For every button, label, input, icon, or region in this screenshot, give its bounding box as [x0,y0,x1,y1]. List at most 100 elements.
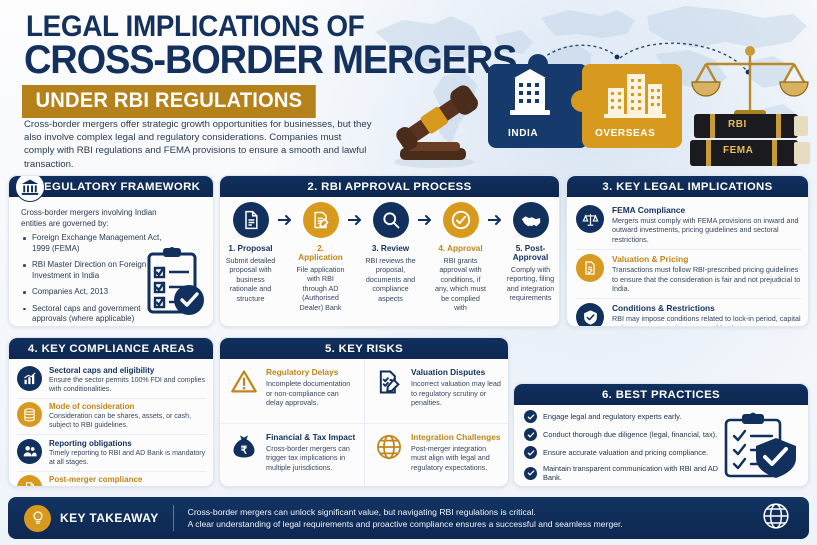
step-desc: Submit detailed proposal with business r… [225,256,276,303]
item-desc: Cross-border mergers can trigger tax imp… [266,443,350,472]
list-item: Valuation & Pricing Transactions must fo… [576,250,801,300]
item-desc: Incomplete documentation or non-complian… [266,379,351,408]
shield-check-icon [576,303,604,326]
item-desc: Mergers must comply with FEMA provisions… [612,216,799,244]
implications-list: FEMA Compliance Mergers must comply with… [567,197,808,326]
warning-triangle-icon [229,367,259,397]
list-item: Integration Challenges Post-merger integ… [365,424,508,487]
panel1-heading: 1. REGULATORY FRAMEWORK [9,176,213,197]
item-title: Regulatory Delays [266,367,339,377]
item-title: Financial & Tax Impact [266,431,356,442]
list-item: Conduct thorough due diligence (legal, f… [524,428,724,441]
document-icon [232,202,269,238]
item-title: FEMA Compliance [612,205,686,215]
step-desc: File application with RBI through AD (Au… [296,265,345,312]
check-icon [524,428,537,441]
header: LEGAL IMPLICATIONS OF CROSS-BORDER MERGE… [0,0,817,172]
list-item: RBI Master Direction on Foreign Investme… [23,260,175,281]
process-step-2: 2. Application File application with RBI… [294,202,347,312]
compliance-list: Sectoral caps and eligibility Ensure the… [9,359,213,486]
panel2-heading: 2. RBI APPROVAL PROCESS [220,176,559,197]
panel4-heading: 4. KEY COMPLIANCE AREAS [9,338,213,359]
list-item: Valuation Disputes Incorrect valuation m… [365,359,508,424]
panel-regulatory-framework: 1. REGULATORY FRAMEWORK Cross-border mer… [8,175,214,327]
step-title: 5. Post-Approval [512,244,549,262]
item-title: Valuation Disputes [411,367,486,377]
panel1-list: Foreign Exchange Management Act, 1999 (F… [23,233,175,326]
process-step-4: 4. Approval RBI grants approval with con… [434,202,487,312]
key-takeaway-line2: A clear understanding of legal requireme… [187,519,623,529]
list-item: Ensure accurate valuation and pricing co… [524,446,724,459]
step-desc: Comply with reporting, filing and integr… [506,265,555,303]
gavel-icon [372,78,492,168]
key-takeaway-text: Cross-border mergers can unlock signific… [188,506,761,531]
item-title: Valuation & Pricing [612,254,689,265]
scales-icon [576,205,604,233]
risks-grid: Regulatory Delays Incomplete documentati… [220,359,508,487]
svg-text:₹: ₹ [241,444,248,456]
divider [172,505,174,531]
best-practices-list: Engage legal and regulatory experts earl… [524,410,724,486]
money-bag-rupee-icon: ₹ [229,432,259,462]
item-title: Sectoral caps and eligibility [49,365,155,375]
item-title: Conditions & Restrictions [612,303,715,314]
book-label-rbi: RBI [728,119,747,130]
key-takeaway-label: KEY TAKEAWAY [60,511,159,525]
check-circle-icon [442,202,479,238]
checklist-pencil-icon [374,367,404,397]
item-desc: Post-merger integration must align with … [411,443,490,472]
document-check-icon [576,254,604,283]
item-desc: Ensure ongoing compliance with FEMA, ODI… [49,485,207,486]
list-item: Sectoral caps and government approvals (… [23,304,175,325]
process-step-3: 3. Review RBI reviews the proposal, docu… [364,202,417,303]
subtitle-bar: UNDER RBI REGULATIONS [22,85,316,118]
item-text: Engage legal and regulatory experts earl… [543,412,682,421]
list-item: Regulatory Delays Incomplete documentati… [220,359,365,424]
list-item: Conditions & Restrictions RBI may impose… [576,299,801,326]
list-item: Foreign Exchange Management Act, 1999 (F… [23,233,175,254]
lightbulb-icon [24,504,51,532]
list-item: Reporting obligations Timely reporting t… [17,435,207,472]
list-item: FEMA Compliance Mergers must comply with… [576,201,801,251]
panel6-heading: 6. BEST PRACTICES [514,384,808,405]
list-item: ₹ Financial & Tax Impact Cross-border me… [220,423,365,486]
book-label-fema: FEMA [723,145,754,156]
document-edit-icon [302,202,339,238]
intro-paragraph: Cross-border mergers offer strategic gro… [24,119,372,170]
puzzle-label-overseas: OVERSEAS [595,128,656,139]
globe-icon [761,501,791,536]
item-desc: Ensure the sector permits 100% FDI and c… [49,376,206,393]
arrow-icon [417,202,434,238]
item-desc: Consideration can be shares, assets, or … [49,413,192,429]
coins-stack-icon [17,402,42,427]
step-title: 1. Proposal [228,244,273,253]
step-title: 2. Application [298,244,343,262]
item-desc: Transactions must follow RBI-prescribed … [612,265,801,294]
arrow-icon [347,202,364,238]
panel3-heading: 3. KEY LEGAL IMPLICATIONS [567,176,808,197]
item-text: Ensure accurate valuation and pricing co… [543,448,709,457]
key-takeaway-footer: KEY TAKEAWAY Cross-border mergers can un… [8,497,809,539]
step-desc: RBI reviews the proposal, documents and … [365,256,416,303]
panel1-lead-text: Cross-border mergers involving Indian en… [21,208,157,228]
law-books-graphic: RBI FEMA [690,112,812,170]
list-item: Engage legal and regulatory experts earl… [524,410,724,423]
approval-steps: 1. Proposal Submit detailed proposal wit… [220,202,559,312]
item-title: Mode of consideration [49,402,135,411]
item-desc: Timely reporting to RBI and AD Bank is m… [49,449,206,466]
check-icon [524,466,537,480]
panel-best-practices: 6. BEST PRACTICES Engage legal and regul… [513,383,809,487]
list-item: Mode of consideration Consideration can … [17,399,207,435]
handshake-icon [512,202,549,238]
item-title: Post-merger compliance [49,475,143,484]
item-desc: Incorrect valuation may lead to regulato… [411,379,501,408]
panel5-heading: 5. KEY RISKS [220,338,508,359]
page-title-line2: CROSS-BORDER MERGERS [24,38,518,82]
clipboard-checklist-icon [143,246,207,318]
document-icon [17,475,42,486]
check-icon [524,410,537,423]
clipboard-shield-icon [720,410,800,480]
key-takeaway-line1: Cross-border mergers can unlock signific… [187,506,536,517]
step-desc: RBI grants approval with conditions, if … [435,256,486,313]
